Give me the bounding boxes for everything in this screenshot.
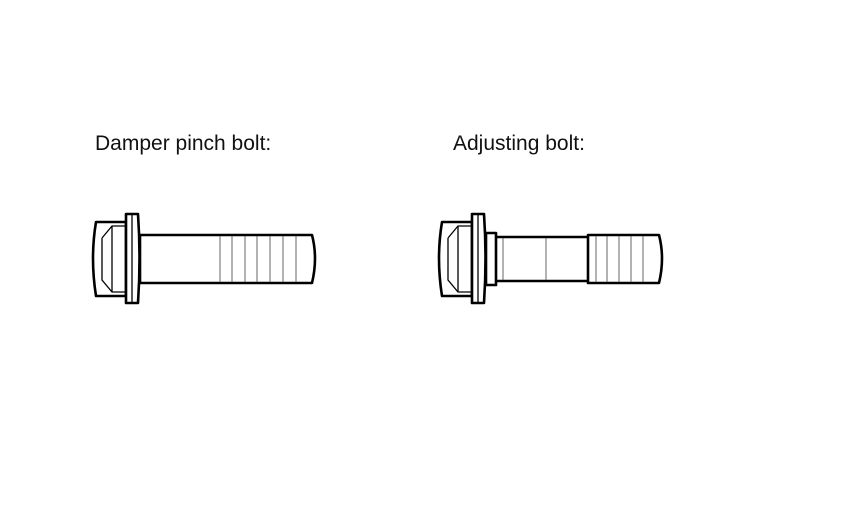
thread-lines: [219, 236, 297, 282]
thread-lines: [595, 236, 644, 282]
adjusting-bolt-label: Adjusting bolt:: [453, 132, 585, 155]
damper-pinch-bolt-label: Damper pinch bolt:: [95, 132, 272, 155]
